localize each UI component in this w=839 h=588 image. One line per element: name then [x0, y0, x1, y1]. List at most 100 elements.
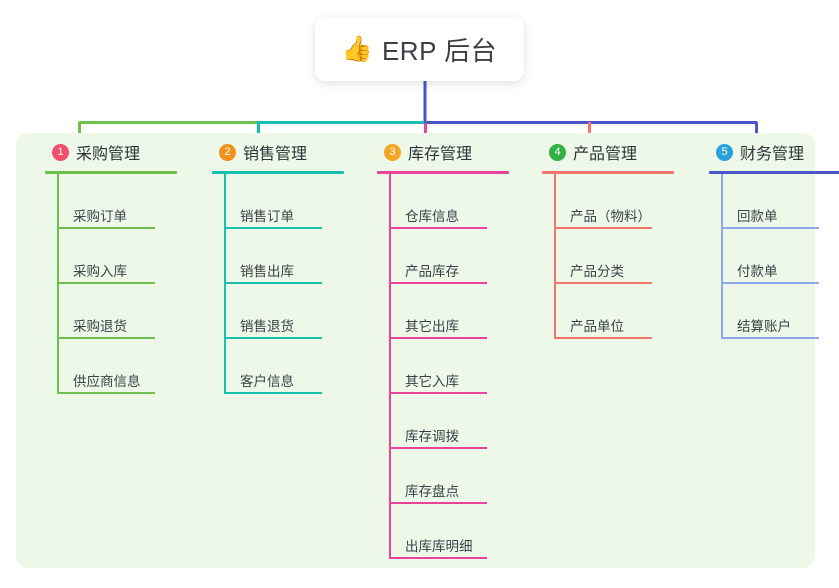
leaf-item-rule	[389, 337, 487, 339]
leaf-item-rule	[554, 337, 652, 339]
leaf-item[interactable]: 产品（物料）	[525, 174, 690, 229]
leaf-item-rule	[554, 282, 652, 284]
leaf-item-rule	[389, 447, 487, 449]
leaf-item-rule	[389, 227, 487, 229]
leaf-item[interactable]: 出库库明细	[360, 504, 525, 559]
leaf-item[interactable]: 采购退货	[28, 284, 193, 339]
column-items-4: 产品（物料） 产品分类产品单位	[525, 174, 690, 339]
column-5: 5 财务管理回款单付款单结算账户	[692, 133, 839, 339]
leaf-item[interactable]: 销售出库	[195, 229, 360, 284]
leaf-item-label: 回款单	[737, 209, 778, 224]
leaf-item-rule	[224, 392, 322, 394]
leaf-item[interactable]: 其它出库	[360, 284, 525, 339]
leaf-item-rule	[389, 392, 487, 394]
leaf-item[interactable]: 库存盘点	[360, 449, 525, 504]
column-1: 1 采购管理采购订单采购入库采购退货供应商信息	[28, 133, 193, 394]
column-badge-1: 1	[52, 143, 69, 161]
leaf-item-label: 其它出库	[405, 319, 459, 334]
column-items-5: 回款单付款单结算账户	[692, 174, 839, 339]
leaf-item-rule	[224, 282, 322, 284]
column-header-rule-5	[709, 171, 839, 174]
column-spine-2	[224, 174, 226, 394]
leaf-item[interactable]: 其它入库	[360, 339, 525, 394]
leaf-item-label: 供应商信息	[73, 374, 141, 389]
leaf-item[interactable]: 回款单	[692, 174, 839, 229]
column-spine-1	[57, 174, 59, 394]
leaf-item[interactable]: 销售订单	[195, 174, 360, 229]
leaf-item-label: 结算账户	[737, 319, 791, 334]
column-spine-4	[554, 174, 556, 339]
leaf-item-label: 其它入库	[405, 374, 459, 389]
leaf-item-label: 采购退货	[73, 319, 127, 334]
root-node-title: ERP 后台	[381, 36, 498, 66]
diagram-panel	[16, 133, 815, 568]
column-header-4[interactable]: 4 产品管理	[525, 133, 690, 171]
leaf-item-rule	[57, 337, 155, 339]
column-header-5[interactable]: 5 财务管理	[692, 133, 839, 171]
leaf-item-label: 库存盘点	[405, 484, 459, 499]
column-spine-3	[389, 174, 391, 559]
leaf-item-label: 库存调拨	[405, 429, 459, 444]
leaf-item-rule	[224, 227, 322, 229]
leaf-item[interactable]: 采购订单	[28, 174, 193, 229]
column-items-2: 销售订单销售出库销售退货客户信息	[195, 174, 360, 394]
leaf-item[interactable]: 库存调拨	[360, 394, 525, 449]
leaf-item[interactable]: 产品库存	[360, 229, 525, 284]
leaf-item-label: 销售退货	[240, 319, 294, 334]
column-header-rule-1	[45, 171, 177, 174]
column-title-3: 库存管理	[408, 146, 473, 163]
leaf-item-label: 产品分类	[570, 264, 624, 279]
leaf-item-rule	[57, 282, 155, 284]
column-title-5: 财务管理	[740, 146, 805, 163]
leaf-item-label: 客户信息	[240, 374, 294, 389]
leaf-item[interactable]: 销售退货	[195, 284, 360, 339]
leaf-item-rule	[389, 557, 487, 559]
leaf-item[interactable]: 供应商信息	[28, 339, 193, 394]
column-2: 2 销售管理销售订单销售出库销售退货客户信息	[195, 133, 360, 394]
column-title-2: 销售管理	[243, 146, 308, 163]
column-3: 3 库存管理仓库信息产品库存其它出库其它入库库存调拨库存盘点出库库明细	[360, 133, 525, 559]
leaf-item-label: 采购入库	[73, 264, 127, 279]
thumbs-up-icon: 👍	[341, 35, 373, 63]
leaf-item-label: 仓库信息	[405, 209, 459, 224]
leaf-item-label: 产品（物料）	[570, 209, 651, 224]
leaf-item-rule	[721, 282, 819, 284]
leaf-item[interactable]: 结算账户	[692, 284, 839, 339]
column-title-4: 产品管理	[573, 146, 638, 163]
leaf-item[interactable]: 客户信息	[195, 339, 360, 394]
leaf-item-label: 付款单	[737, 264, 778, 279]
column-header-rule-3	[377, 171, 509, 174]
leaf-item-label: 销售出库	[240, 264, 294, 279]
column-header-2[interactable]: 2 销售管理	[195, 133, 360, 171]
leaf-item[interactable]: 仓库信息	[360, 174, 525, 229]
leaf-item-label: 产品单位	[570, 319, 624, 334]
leaf-item[interactable]: 产品单位	[525, 284, 690, 339]
leaf-item-rule	[721, 337, 819, 339]
root-node[interactable]: 👍 ERP 后台	[315, 18, 524, 81]
column-header-3[interactable]: 3 库存管理	[360, 133, 525, 171]
column-badge-4: 4	[549, 143, 566, 161]
column-header-1[interactable]: 1 采购管理	[28, 133, 193, 171]
column-items-1: 采购订单采购入库采购退货供应商信息	[28, 174, 193, 394]
leaf-item-label: 产品库存	[405, 264, 459, 279]
leaf-item-rule	[389, 282, 487, 284]
column-badge-2: 2	[219, 143, 236, 161]
column-items-3: 仓库信息产品库存其它出库其它入库库存调拨库存盘点出库库明细	[360, 174, 525, 559]
leaf-item-label: 销售订单	[240, 209, 294, 224]
leaf-item-rule	[57, 227, 155, 229]
leaf-item-rule	[721, 227, 819, 229]
leaf-item[interactable]: 采购入库	[28, 229, 193, 284]
leaf-item-rule	[224, 337, 322, 339]
column-badge-3: 3	[384, 143, 401, 161]
column-header-rule-4	[542, 171, 674, 174]
leaf-item[interactable]: 付款单	[692, 229, 839, 284]
column-title-1: 采购管理	[76, 146, 141, 163]
columns-container: 1 采购管理采购订单采购入库采购退货供应商信息 2 销售管理销售订单销售出库销售退货客…	[16, 133, 839, 568]
column-badge-5: 5	[716, 143, 733, 161]
leaf-item-rule	[554, 227, 652, 229]
column-spine-5	[721, 174, 723, 339]
leaf-item-rule	[389, 502, 487, 504]
column-4: 4 产品管理产品（物料） 产品分类产品单位	[525, 133, 690, 339]
column-header-rule-2	[212, 171, 344, 174]
leaf-item[interactable]: 产品分类	[525, 229, 690, 284]
